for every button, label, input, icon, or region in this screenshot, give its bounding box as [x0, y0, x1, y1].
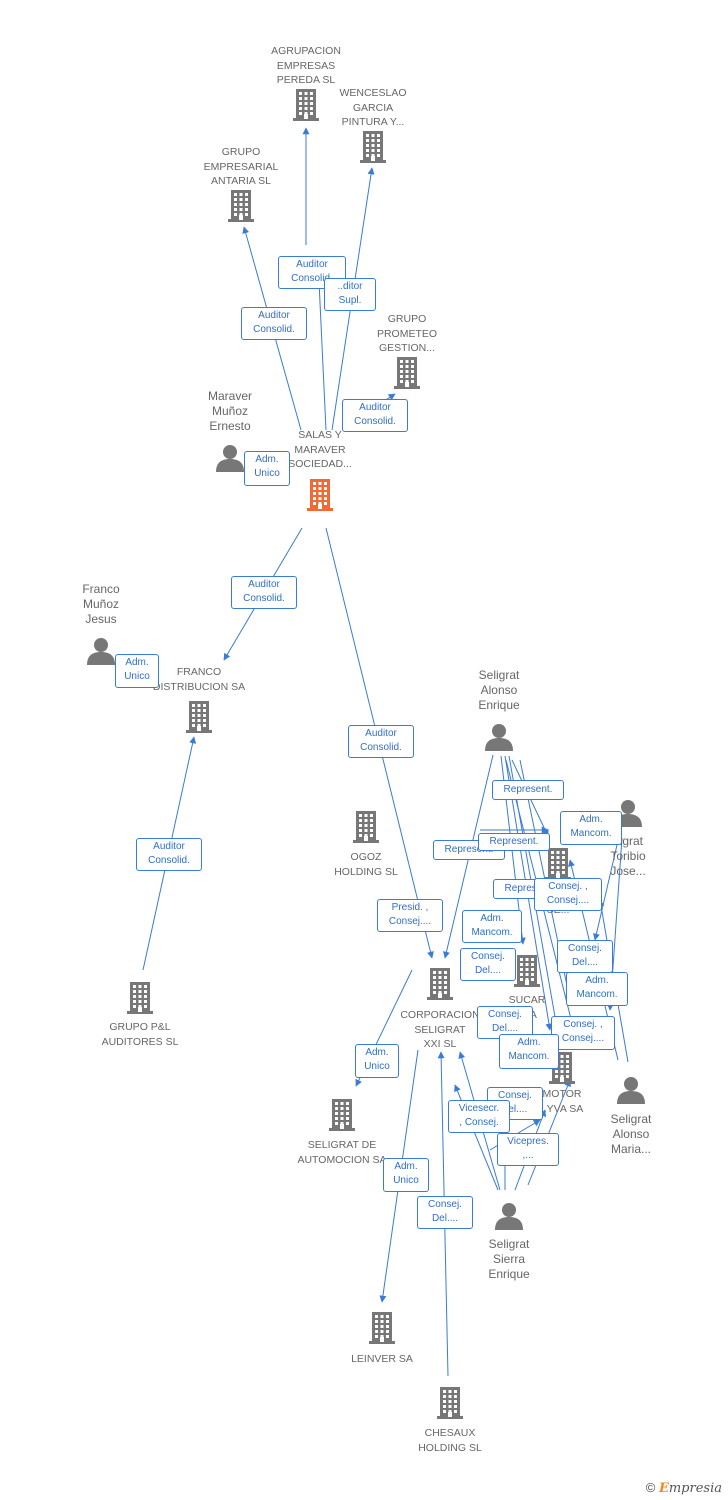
relation-badge-e7[interactable]: Adm.Unico: [115, 654, 159, 688]
relation-badge-e28[interactable]: Vicesecr., Consej.: [448, 1100, 510, 1133]
building-icon-leinver[interactable]: [367, 1310, 397, 1349]
person-icon-franco-jesus[interactable]: [86, 637, 116, 670]
relation-badge-e18[interactable]: Adm.Mancom.: [560, 811, 622, 845]
relation-badge-e19[interactable]: Consej. ,Consej....: [534, 878, 602, 911]
company-label-motor: MOTOR..YVA SA: [540, 1088, 584, 1115]
person-icon-maria[interactable]: [616, 1076, 646, 1109]
building-icon-seligrat-auto[interactable]: [327, 1097, 357, 1136]
person-icon-enrique[interactable]: [484, 723, 514, 756]
person-icon-maraver[interactable]: [215, 444, 245, 477]
building-icon-franco[interactable]: [184, 699, 214, 738]
edge-line-22: [593, 831, 621, 941]
building-icon-corporacion[interactable]: [425, 966, 455, 1005]
building-icon-grupo-antaria[interactable]: [226, 188, 256, 227]
relation-badge-e22[interactable]: Consej.Del....: [557, 940, 613, 973]
relation-badge-e13[interactable]: Consej.Del....: [417, 1196, 473, 1229]
building-icon-ogoz[interactable]: [351, 809, 381, 848]
building-icon-sucar[interactable]: [512, 953, 542, 992]
relation-badge-e26[interactable]: Adm.Mancom.: [499, 1034, 559, 1069]
relation-badge-e21[interactable]: Consej.Del....: [460, 948, 516, 981]
building-icon-prometeo[interactable]: [392, 355, 422, 394]
building-icon-salas[interactable]: [305, 477, 335, 516]
relation-badge-e23[interactable]: Adm.Mancom.: [566, 972, 628, 1006]
relation-badge-e5[interactable]: Adm.Unico: [244, 451, 290, 486]
company-label-leinver: LEINVER SA: [351, 1353, 413, 1365]
relation-badge-e16[interactable]: Represent.: [478, 833, 550, 851]
copyright-symbol: ©: [645, 1480, 656, 1495]
relation-badge-e11[interactable]: Adm.Unico: [355, 1044, 399, 1078]
building-icon-chesaux[interactable]: [435, 1385, 465, 1424]
relation-badge-e10[interactable]: Presid. ,Consej....: [377, 899, 443, 932]
relation-badge-e25[interactable]: Consej. ,Consej....: [551, 1016, 615, 1050]
building-icon-agrupacion[interactable]: [291, 87, 321, 126]
edge-line-28: [527, 1079, 571, 1186]
building-icon-wenceslao[interactable]: [358, 129, 388, 168]
brand-logo: Empresia: [658, 1481, 722, 1496]
relation-badge-e29[interactable]: Vicepres.,...: [497, 1133, 559, 1166]
relation-badge-e12[interactable]: Adm.Unico: [383, 1158, 429, 1192]
relation-badge-e20[interactable]: Adm.Mancom.: [462, 910, 522, 943]
footer-brand: © Empresia: [646, 1480, 722, 1496]
building-icon-grupo-pl[interactable]: [125, 980, 155, 1019]
person-icon-sierra[interactable]: [494, 1202, 524, 1235]
relation-badge-e14[interactable]: Represent.: [492, 780, 564, 800]
